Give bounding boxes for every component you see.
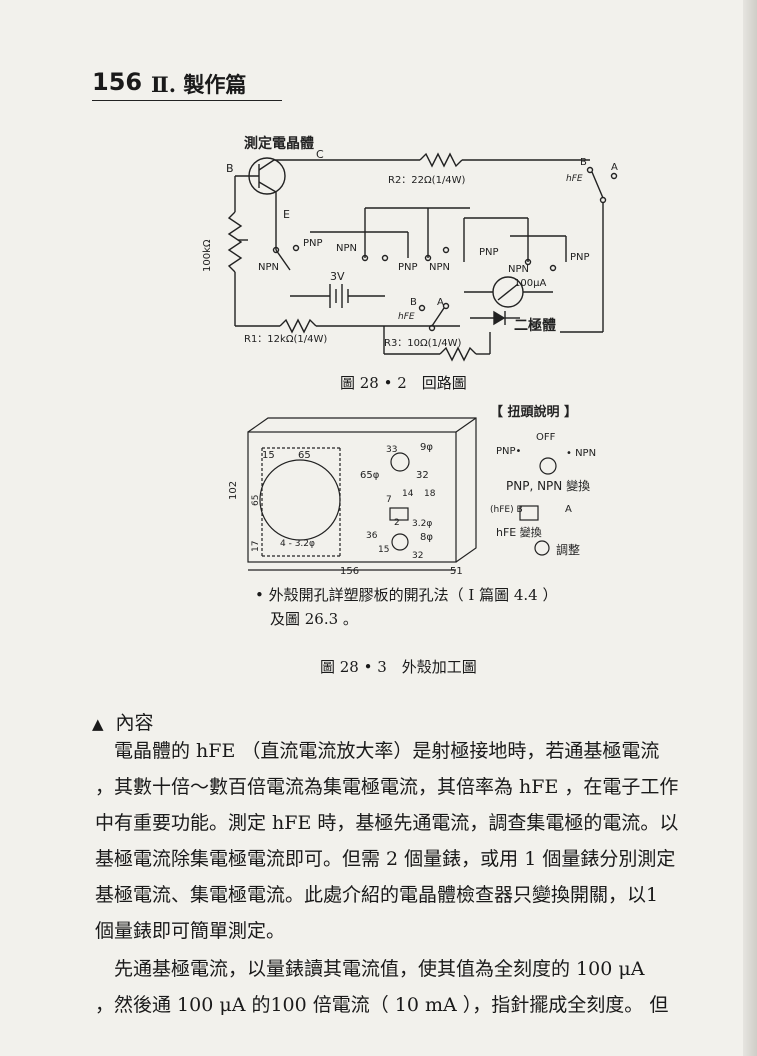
enclosure-front (247, 431, 457, 563)
switch-npn1: NPN (258, 262, 279, 273)
body-line: 先通基極電流，以量錶讀其電流值，使其值為全刻度的 100 μA (95, 958, 645, 980)
figure-28-2-caption: 圖 28 • 2 回路圖 (340, 374, 467, 392)
hole-8 (391, 533, 409, 551)
diode-label: 二極體 (514, 317, 556, 334)
header-rule (92, 100, 282, 101)
dim-4x3-2phi: 4 - 3.2φ (280, 539, 315, 549)
dim-14: 14 (402, 489, 414, 499)
switch-pnp4: PNP (570, 252, 590, 263)
circuit-diagram: 測定電晶體 B C E 100kΩ R2：22Ω(1/4W) B A hFE N… (202, 135, 618, 362)
figure-note-2: 及圖 26.3 。 (270, 610, 358, 628)
dim-65: 65 (298, 450, 311, 461)
triangle-icon: ▲ (92, 715, 104, 733)
switch1-hfe: hFE (566, 174, 583, 184)
battery-label: 3V (330, 270, 345, 283)
dim-15b: 15 (378, 545, 389, 555)
body-line: 中有重要功能。測定 hFE 時，基極先通電流，調查集電極的電流。以 (95, 812, 679, 834)
switch-pnp2: PNP (398, 262, 418, 273)
body-line: 基極電流除集電極電流即可。但需 2 個量錶，或用 1 個量錶分別測定 (95, 848, 676, 870)
dim-33: 33 (386, 445, 397, 455)
dim-65c: 65 (251, 495, 261, 506)
switch1-a: A (611, 162, 618, 173)
body-line: ，然後通 100 μA 的100 倍電流（ 10 mA ），指針擺成全刻度。 但 (95, 994, 669, 1016)
dim-32b: 32 (412, 551, 423, 561)
section-heading: ▲ 內容 (92, 708, 154, 735)
page-edge-shadow (743, 0, 757, 1056)
figure-28-3-caption: 圖 28 • 3 外殼加工圖 (320, 658, 477, 676)
label-e: E (283, 208, 290, 221)
knob-pnp: PNP• (496, 446, 521, 457)
switch-npn3: NPN (429, 262, 450, 273)
enclosure-diagram: 15 65 33 9φ 65φ 32 7 14 18 2 3.2φ 8φ 36 … (228, 404, 596, 577)
knob-hfe (519, 505, 539, 521)
section-header: Ⅱ. 製作篇 (151, 72, 247, 97)
label-c: C (316, 148, 324, 161)
knob-a: A (565, 504, 572, 515)
r2-label: R2：22Ω(1/4W) (388, 175, 466, 186)
section-title: 內容 (115, 712, 154, 734)
figure-note-1: • 外殼開孔詳塑膠板的開孔法（ I 篇圖 4.4 ） (255, 586, 558, 604)
hole-9 (390, 452, 410, 472)
pot-label: 100kΩ (202, 239, 213, 272)
dim-3-2phi: 3.2φ (412, 519, 432, 529)
page-number: 156 (92, 68, 143, 96)
switch2-a: A (437, 297, 444, 308)
dim-2: 2 (394, 518, 400, 528)
switch1-b: B (580, 157, 587, 168)
switch-pnp3: PNP (479, 247, 499, 258)
switch2-b: B (410, 297, 417, 308)
dim-18: 18 (424, 489, 436, 499)
dim-102: 102 (228, 481, 239, 500)
knob-mode (539, 457, 557, 475)
dim-51: 51 (450, 566, 463, 577)
switch-pnp1: PNP (303, 238, 323, 249)
knob-adjust-label: 調整 (556, 542, 580, 557)
knob-off: OFF (536, 432, 556, 443)
dim-36: 36 (366, 531, 378, 541)
r3-label: R3：10Ω(1/4W) (384, 338, 462, 349)
dim-65phi: 65φ (360, 470, 380, 481)
dim-9phi: 9φ (420, 442, 433, 453)
dim-8phi: 8φ (420, 532, 433, 543)
body-line: 基極電流、集電極電流。此處介紹的電晶體檢查器只變換開關，以1 (95, 884, 659, 906)
body-line: 電晶體的 hFE （直流電流放大率）是射極接地時，若通基極電流 (95, 740, 660, 762)
switch2-hfe: hFE (398, 312, 415, 322)
switch-hole (389, 507, 409, 521)
knob-hfe-switch: hFE 變換 (496, 525, 542, 539)
circuit-title: 測定電晶體 (244, 135, 314, 152)
dim-7: 7 (386, 495, 392, 505)
body-line: ，其數十倍～數百倍電流為集電極電流，其倍率為 hFE ，在電子工作 (95, 776, 679, 798)
meter-hole (259, 459, 341, 541)
label-b: B (226, 162, 234, 175)
knob-pnp-npn: PNP, NPN 變換 (506, 478, 590, 493)
switch-npn2: NPN (336, 243, 357, 254)
dim-32: 32 (416, 470, 429, 481)
knob-hfe-b: (hFE) B (490, 505, 523, 515)
knob-adjust (534, 540, 550, 556)
meter-label: 100μA (514, 278, 546, 289)
knob-title: 【 扭頭說明 】 (490, 404, 577, 420)
dim-156: 156 (340, 566, 359, 577)
dim-15: 15 (262, 450, 275, 461)
knob-npn: • NPN (566, 448, 596, 459)
dim-17: 17 (251, 541, 261, 552)
body-line: 個量錶即可簡單測定。 (95, 920, 286, 942)
switch-npn4: NPN (508, 264, 529, 275)
r1-label: R1：12kΩ(1/4W) (244, 334, 327, 345)
